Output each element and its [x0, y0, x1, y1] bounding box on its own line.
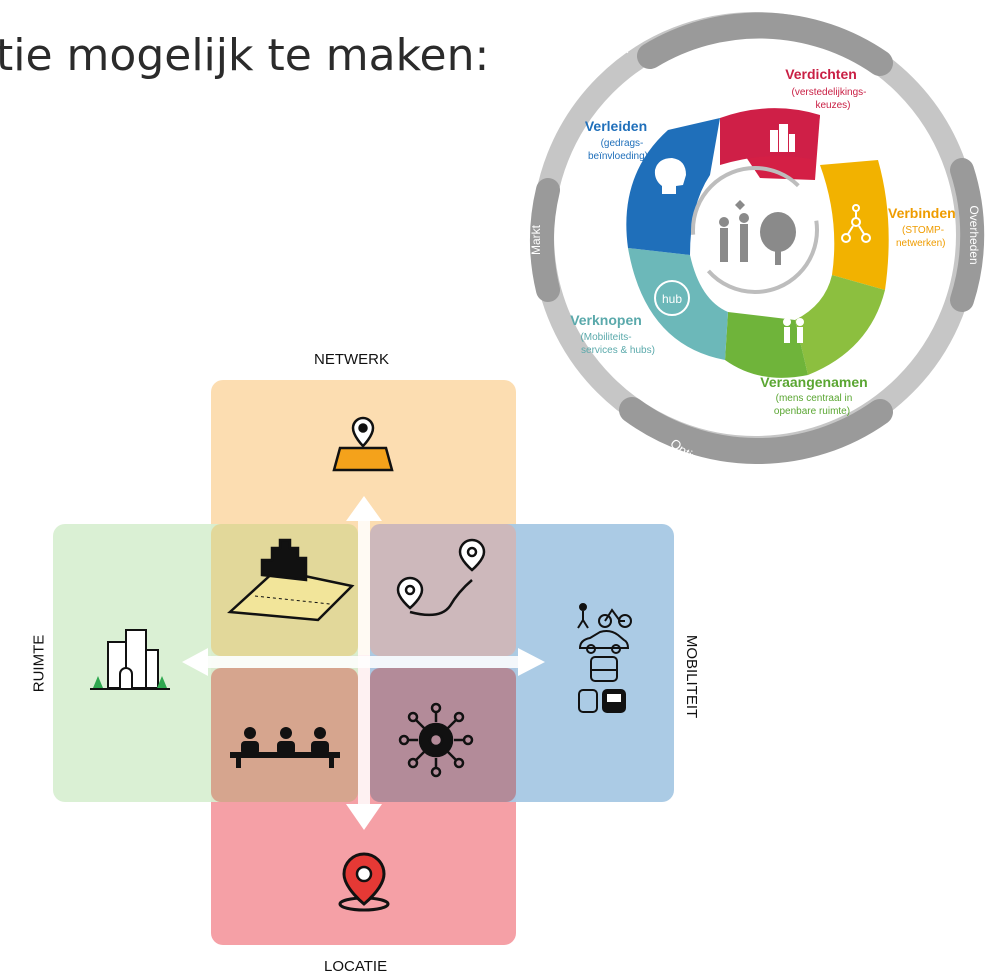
network-icon	[841, 204, 871, 243]
verknopen-subtitle-2: services & hubs)	[581, 345, 655, 356]
ring-top-band	[637, 12, 893, 76]
ring-right-band	[950, 158, 985, 312]
verdichten-subtitle-2: keuzes)	[815, 100, 850, 111]
gear-network-icon	[398, 702, 474, 778]
verleiden-subtitle-2: beïnvloeding)	[588, 151, 648, 162]
buildings-icon	[90, 629, 170, 690]
people-bench-icon	[230, 727, 340, 768]
segment-verknopen	[628, 248, 728, 360]
verleiden-subtitle-1: (gedrags-	[601, 138, 644, 149]
verbinden-subtitle-1: (STOMP-	[902, 225, 944, 236]
dancing-people-icon	[783, 318, 804, 343]
verleiden-title: Verleiden	[585, 118, 647, 134]
svg-text:hub: hub	[662, 292, 682, 306]
arrow-up	[346, 496, 382, 521]
location-pin-icon	[338, 852, 390, 912]
verbinden-subtitle-2: netwerken)	[896, 238, 945, 249]
page-heading: tie mogelijk te maken:	[0, 30, 490, 81]
ring-right-label: Overheden	[967, 205, 981, 264]
segment-veraangenamen	[795, 275, 885, 375]
building-icon	[770, 124, 795, 152]
city-map-icon	[227, 538, 355, 622]
locatie-label: LOCATIE	[324, 958, 388, 975]
ring-bottom-band	[619, 397, 893, 465]
verknopen-subtitle-1: (Mobiliteits-	[580, 332, 631, 343]
verbinden-title: Verbinden	[888, 205, 956, 221]
family-tree-icon	[719, 200, 796, 265]
transport-modes-icon	[577, 603, 632, 713]
verknopen-title: Verknopen	[570, 312, 642, 328]
verdichten-subtitle-1: (verstedelijkings-	[791, 87, 866, 98]
route-icon	[396, 538, 486, 617]
veraangenamen-subtitle-2: openbare ruimte)	[774, 406, 850, 417]
verdichten-title: Verdichten	[785, 66, 857, 82]
veraangenamen-title: Veraangenamen	[760, 374, 867, 390]
ring-left-band	[530, 178, 560, 302]
brain-head-icon	[654, 158, 686, 194]
cell-top-right	[370, 524, 516, 656]
arrow-down	[346, 804, 382, 830]
wheel-diagram: Transformeren (aanpak bij bron) Optimali…	[529, 0, 985, 475]
arrow-left	[182, 648, 208, 676]
netwerk-label: NETWERK	[314, 351, 389, 368]
ring-left-label: Markt	[529, 224, 543, 255]
veraangenamen-subtitle-1: (mens centraal in	[776, 393, 853, 404]
map-pin-icon	[332, 416, 394, 472]
arrow-right	[518, 648, 545, 676]
hub-icon: hub	[654, 280, 690, 316]
inner-cycle	[691, 166, 819, 294]
